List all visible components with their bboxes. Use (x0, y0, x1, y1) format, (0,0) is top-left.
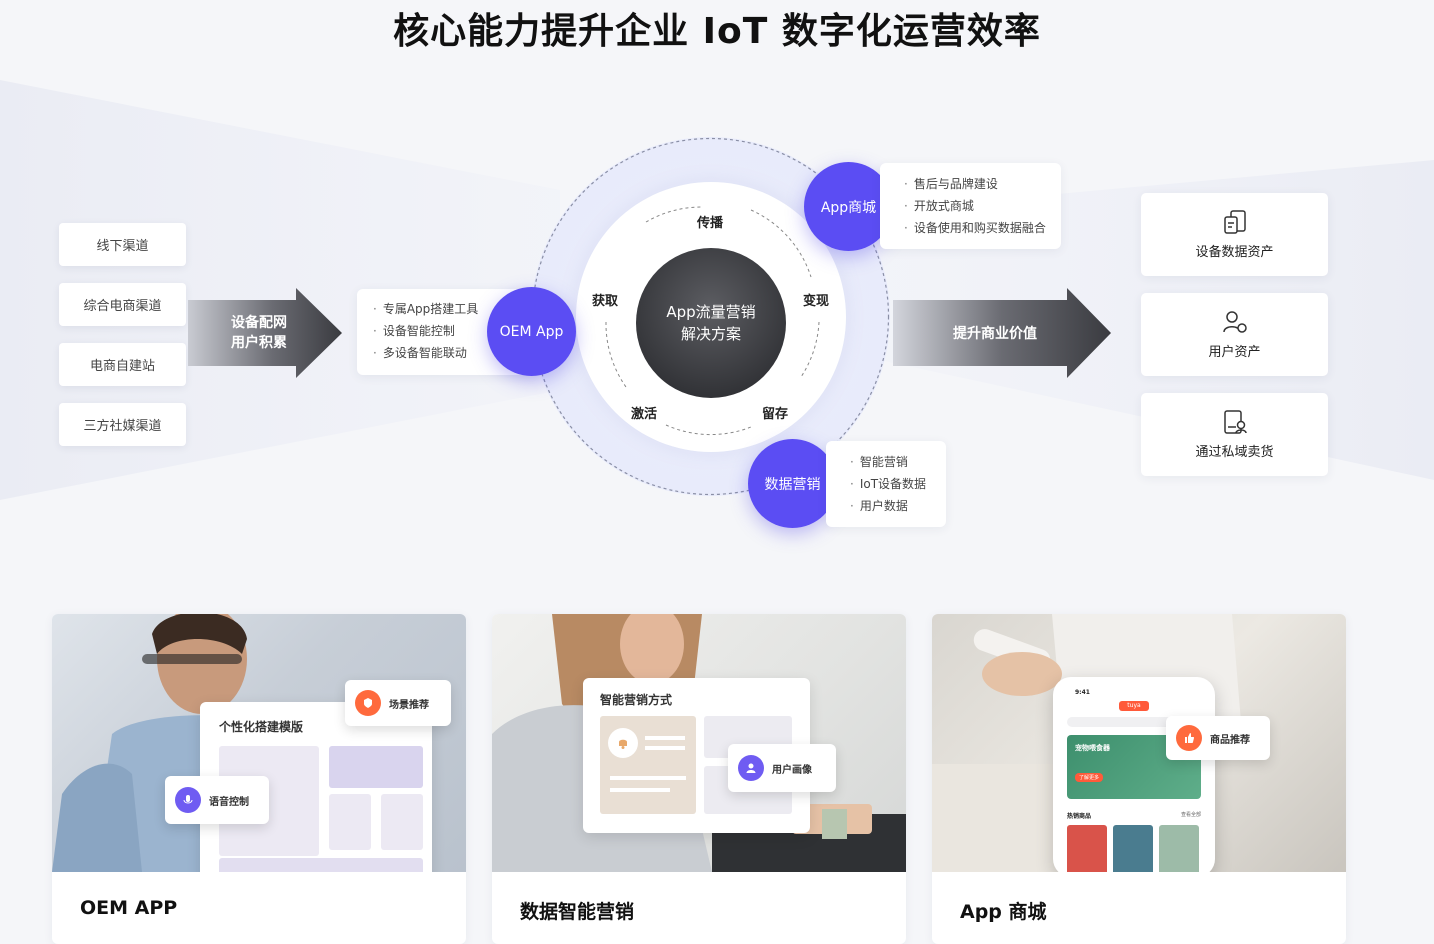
template-title: 个性化搭建模版 (219, 720, 304, 734)
phone-section-title: 热销商品 (1067, 813, 1092, 820)
microphone-icon (175, 787, 201, 813)
oem-feature: 多设备智能联动 (373, 342, 537, 364)
voice-control-pill: 语音控制 (165, 776, 269, 824)
channel-self-site: 电商自建站 (59, 343, 186, 386)
mall-feature: 开放式商城 (904, 195, 1061, 217)
user-profile-pill: 用户画像 (728, 744, 836, 792)
asset-device-data: 设备数据资产 (1141, 193, 1328, 276)
page-title: 核心能力提升企业 IoT 数字化运营效率 (393, 11, 1041, 52)
stage-activate: 激活 (631, 407, 658, 422)
user-icon (1222, 311, 1247, 333)
left-arrow (188, 288, 342, 378)
scene-icon (355, 690, 381, 716)
asset-user: 用户资产 (1141, 293, 1328, 376)
stage-monetize: 变现 (803, 294, 830, 309)
right-arrow-label: 提升商业价值 (953, 326, 1037, 342)
mall-card-title: App 商城 (960, 901, 1047, 923)
user-profile-label: 用户画像 (772, 764, 812, 776)
mall-feature: 设备使用和购买数据融合 (904, 217, 1061, 239)
phone-mockup: 9:41 tuya 宠物喂食器 了解更多 热销商品 查看全部 (1053, 677, 1215, 872)
marketing-feature: 用户数据 (850, 495, 946, 517)
phone-brand: tuya (1119, 701, 1149, 711)
marketing-feature: 智能营销 (850, 451, 946, 473)
marketing-card-image: 智能营销方式 用户画像 (492, 614, 906, 872)
mall-feature: 售后与品牌建设 (904, 173, 1061, 195)
inner-ring-dashes (605, 206, 820, 436)
phone-view-all: 查看全部 (1180, 812, 1201, 818)
product-card-mall[interactable]: 9:41 tuya 宠物喂食器 了解更多 热销商品 查看全部 商品推荐 App … (932, 614, 1346, 944)
asset-label: 用户资产 (1208, 345, 1261, 360)
mall-feature-card: 售后与品牌建设 开放式商城 设备使用和购买数据融合 (880, 163, 1061, 249)
stage-acquire: 获取 (592, 294, 619, 309)
asset-label: 设备数据资产 (1195, 245, 1274, 260)
channel-social: 三方社媒渠道 (59, 403, 186, 446)
oem-feature-card: 专属App搭建工具 设备智能控制 多设备智能联动 (357, 289, 537, 375)
smart-marketing-panel: 智能营销方式 (583, 678, 810, 833)
channel-offline: 线下渠道 (59, 223, 186, 266)
banner-title: 宠物喂食器 (1075, 744, 1110, 752)
oem-card-image: 个性化搭建模版 场景推荐 语音控制 (52, 614, 466, 872)
oem-card-title: OEM APP (80, 897, 178, 919)
phone-search (1067, 717, 1201, 727)
product-card-oem[interactable]: 个性化搭建模版 场景推荐 语音控制 OEM APP (52, 614, 466, 944)
banner-button: 了解更多 (1075, 773, 1104, 782)
bell-icon (608, 728, 638, 758)
left-arrow-label: 设备配网 用户积累 (231, 315, 287, 351)
channel-ecommerce: 综合电商渠道 (59, 283, 186, 326)
private-sales-icon (1223, 410, 1247, 434)
scene-recommend-pill: 场景推荐 (345, 680, 451, 726)
asset-private-sales: 通过私域卖货 (1141, 393, 1328, 476)
marketing-panel-title: 智能营销方式 (600, 693, 673, 707)
asset-label: 通过私域卖货 (1195, 445, 1274, 460)
right-arrow (893, 288, 1111, 378)
core-solution: App流量营销 解决方案 (636, 248, 786, 398)
oem-feature: 专属App搭建工具 (373, 298, 537, 320)
stage-retain: 留存 (762, 407, 789, 422)
scene-recommend-label: 场景推荐 (389, 699, 429, 711)
mall-card-image: 9:41 tuya 宠物喂食器 了解更多 热销商品 查看全部 商品推荐 (932, 614, 1346, 872)
data-marketing-bubble[interactable]: 数据营销 (748, 439, 837, 528)
voice-control-label: 语音控制 (209, 796, 249, 808)
marketing-card-title: 数据智能营销 (520, 901, 635, 923)
product-recommend-label: 商品推荐 (1210, 734, 1250, 746)
thumbs-up-icon (1176, 725, 1202, 751)
user-avatar-icon (738, 755, 764, 781)
app-mall-bubble[interactable]: App商城 (804, 162, 893, 251)
oem-feature: 设备智能控制 (373, 320, 537, 342)
product-recommend-pill: 商品推荐 (1166, 716, 1270, 760)
product-card-marketing[interactable]: 智能营销方式 用户画像 数据智能营销 (492, 614, 906, 944)
device-data-icon (1223, 210, 1246, 234)
phone-time: 9:41 (1075, 689, 1090, 696)
oem-app-bubble[interactable]: OEM App (487, 287, 576, 376)
marketing-feature-card: 智能营销 IoT设备数据 用户数据 (826, 441, 946, 527)
stage-spread: 传播 (697, 216, 724, 231)
marketing-feature: IoT设备数据 (850, 473, 946, 495)
